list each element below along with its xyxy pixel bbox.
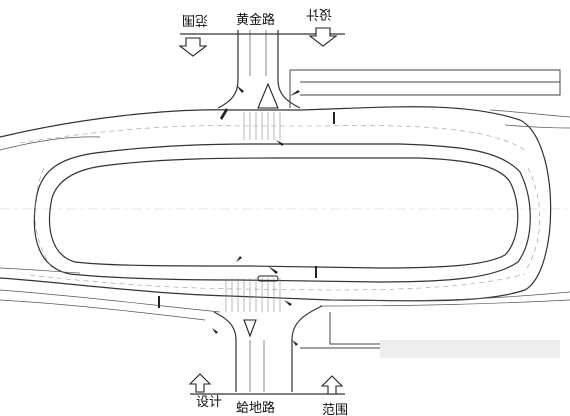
north-road-median: [249, 30, 267, 76]
north-road-name: 黄金路: [236, 12, 275, 28]
ring-road-outer-edge: [0, 106, 552, 302]
north-right-label: 设计: [306, 6, 332, 21]
central-island: [48, 157, 519, 269]
faded-panel: [380, 340, 560, 358]
south-crosswalk: [225, 278, 281, 312]
south-road-right-edge: [291, 305, 323, 392]
north-east-building-outline: [289, 69, 561, 108]
west-approach-lower-3: [0, 299, 206, 321]
north-splitter-island: [257, 82, 279, 109]
ring-lane-line-3: [34, 167, 53, 269]
west-approach-lower: [0, 267, 81, 274]
ring-road-inner-edge: [33, 143, 531, 283]
south-road-median: [249, 340, 265, 392]
north-left-label: 范围: [182, 12, 208, 27]
east-approach-upper-2: [504, 124, 570, 129]
south-right-label: 范围: [322, 403, 348, 416]
south-road-left-edge: [213, 311, 237, 392]
west-approach-upper: [0, 136, 101, 151]
south-right-arrow-icon: [320, 375, 344, 395]
south-road-name: 蛤地路: [236, 400, 275, 416]
north-right-arrow-icon: [308, 27, 338, 47]
ring-lane-line-2: [29, 273, 526, 291]
north-left-arrow-icon: [178, 37, 208, 57]
north-road-left-edge: [217, 30, 239, 109]
east-approach-lower: [329, 291, 570, 302]
east-approach-upper: [489, 109, 570, 118]
south-left-arrow-icon: [188, 373, 212, 393]
north-road-right-edge: [277, 30, 301, 109]
east-approach-lower-2: [319, 299, 570, 307]
north-crosswalk: [243, 112, 281, 140]
traffic-sign-marks: [158, 85, 335, 346]
south-left-label: 设计: [196, 395, 222, 410]
ring-lane-line-4: [525, 167, 541, 271]
south-splitter-island: [243, 319, 257, 338]
west-approach-lower-2: [0, 289, 221, 313]
ring-lane-line-1: [19, 125, 526, 151]
